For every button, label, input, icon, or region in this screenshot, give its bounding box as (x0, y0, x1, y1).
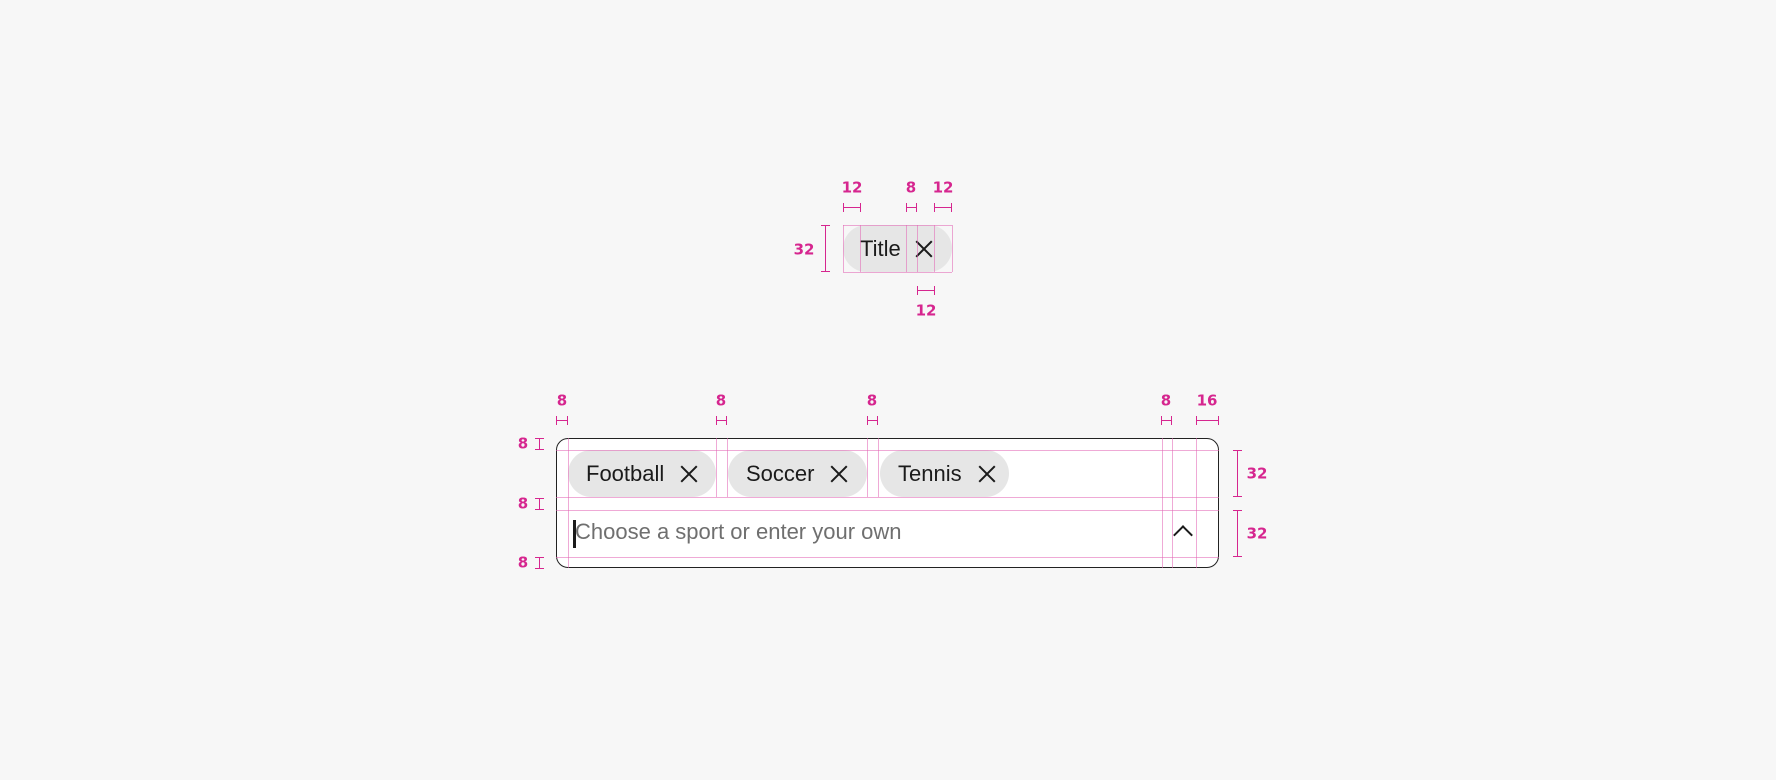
spec-bracket (917, 286, 935, 295)
guide-line (843, 225, 952, 226)
spec-bracket (867, 416, 878, 425)
guide-line (556, 450, 1219, 451)
guide-line (878, 438, 879, 497)
guide-line (556, 497, 1219, 498)
spec-bracket (1161, 416, 1172, 425)
spec-bracket (934, 203, 952, 212)
guide-line (867, 438, 868, 497)
guide-line (716, 438, 717, 497)
chip-football[interactable]: Football (568, 450, 716, 497)
guide-line (917, 225, 918, 272)
spec-bottom-padding-label: 8 (517, 553, 529, 572)
spec-bracket (843, 203, 861, 212)
chip-label: Title (860, 235, 901, 261)
spec-chip-gap-label: 8 (866, 391, 878, 410)
spec-bracket (821, 225, 830, 272)
close-icon[interactable] (830, 465, 848, 483)
spec-bracket (556, 416, 568, 425)
close-icon[interactable] (680, 465, 698, 483)
chip-tennis[interactable]: Tennis (880, 450, 1009, 497)
guide-line (843, 272, 952, 273)
sport-input-placeholder[interactable]: Choose a sport or enter your own (575, 519, 902, 544)
spec-right-padding-label: 16 (1196, 391, 1218, 410)
spec-bracket (535, 557, 544, 569)
spec-row-gap-label: 8 (517, 494, 529, 513)
spec-left-padding-label: 8 (556, 391, 568, 410)
spec-bracket (1233, 510, 1242, 557)
spec-chip-gap-label: 8 (715, 391, 727, 410)
guide-line (934, 225, 935, 272)
close-icon[interactable] (978, 465, 996, 483)
spec-bracket (906, 203, 917, 212)
spec-bracket (1196, 416, 1219, 425)
guide-line (906, 225, 907, 272)
guide-line (568, 438, 569, 568)
guide-line (1196, 438, 1197, 568)
chip-soccer[interactable]: Soccer (728, 450, 867, 497)
spec-input-row-height-label: 32 (1246, 524, 1268, 543)
spec-icon-gap-label: 8 (1160, 391, 1172, 410)
spec-bracket (535, 498, 544, 510)
spec-bracket (716, 416, 727, 425)
guide-line (556, 510, 1219, 511)
text-cursor (573, 520, 576, 548)
guide-line (1172, 438, 1173, 568)
spec-gap-label: 8 (905, 178, 917, 197)
guide-line (843, 225, 844, 272)
title-chip[interactable]: Title (843, 225, 952, 272)
spec-padding-right-label: 12 (932, 178, 954, 197)
guide-line (952, 225, 953, 272)
guide-line (556, 557, 1219, 558)
chip-label: Football (586, 460, 665, 486)
spec-top-padding-label: 8 (517, 434, 529, 453)
spec-bracket (1233, 450, 1242, 497)
spec-chip-row-height-label: 32 (1246, 464, 1268, 483)
guide-line (860, 225, 861, 272)
guide-line (727, 438, 728, 497)
spec-height-label: 32 (793, 240, 815, 259)
spec-bracket (535, 438, 544, 450)
chip-label: Tennis (898, 460, 962, 486)
chip-label: Soccer (746, 460, 815, 486)
spec-padding-left-label: 12 (841, 178, 863, 197)
guide-line (1162, 438, 1163, 568)
spec-icon-size-label: 12 (915, 301, 937, 320)
